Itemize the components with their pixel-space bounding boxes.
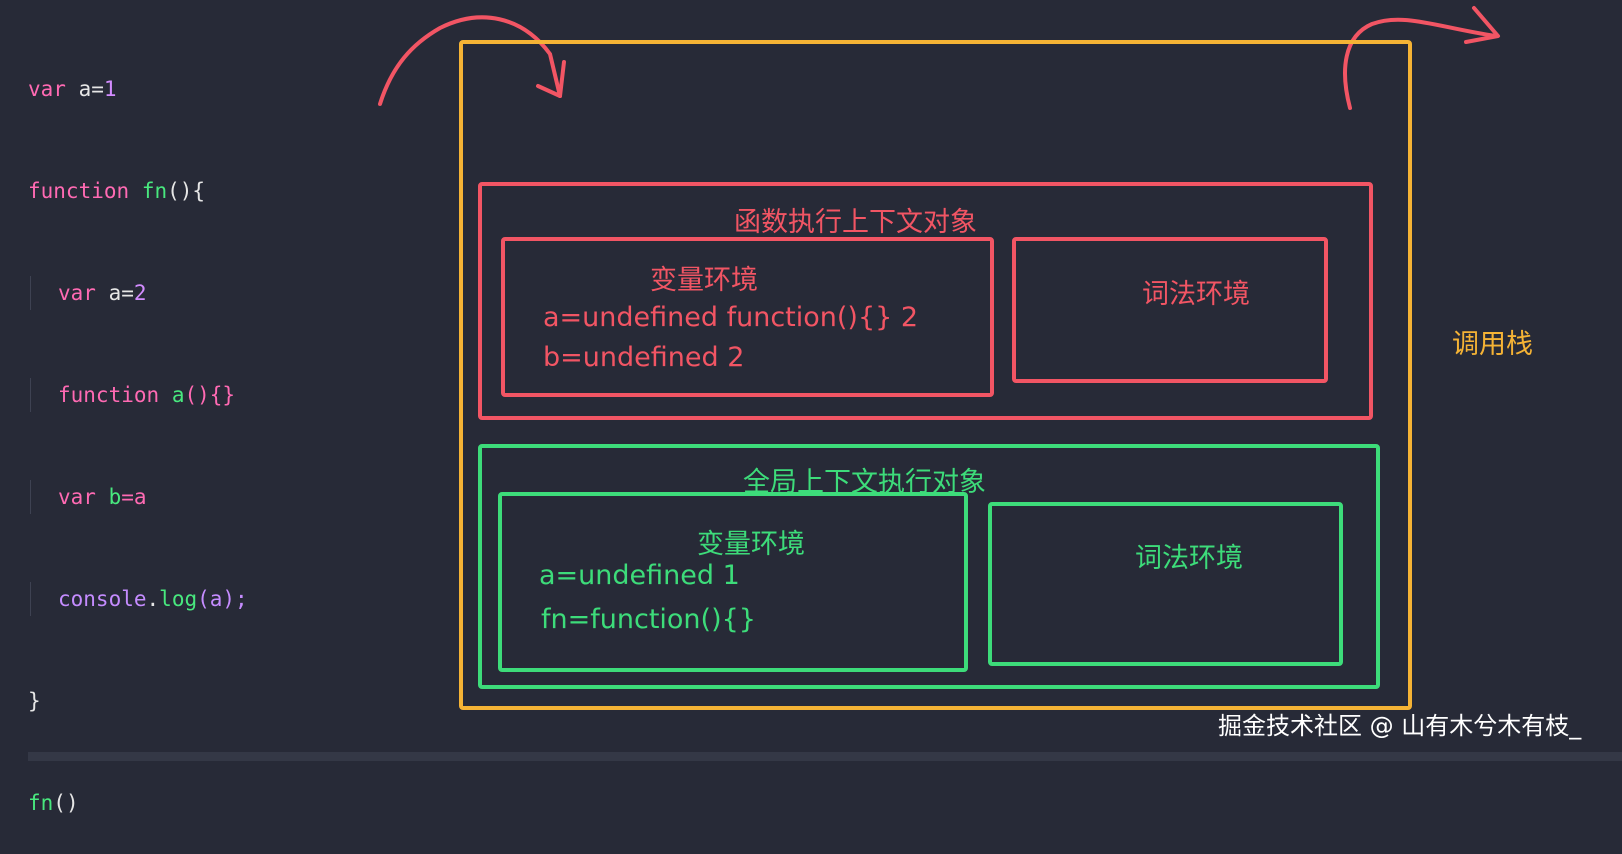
function-variable-env-line1: a=undefined function(){} 2 <box>543 302 919 333</box>
code-line-1: var a=1 <box>28 77 117 101</box>
arrows-layer <box>378 6 1500 110</box>
function-variable-env-line2: b=undefined 2 <box>543 342 745 373</box>
global-lexical-env-box <box>988 502 1343 666</box>
pop-arrow-head <box>1464 6 1500 44</box>
push-arrow-head <box>536 60 566 98</box>
call-stack-box <box>459 40 1412 710</box>
global-variable-env-title: 变量环境 <box>697 529 805 560</box>
function-context-title: 函数执行上下文对象 <box>734 207 977 238</box>
code-line-2: function fn(){ <box>28 179 206 203</box>
function-variable-env-box <box>501 237 994 397</box>
pop-arrow <box>1343 17 1498 110</box>
code-line-5: var b=a <box>30 480 248 514</box>
global-lexical-env-title: 词法环境 <box>1135 543 1243 574</box>
code-line-4: function a(){} <box>30 378 248 412</box>
code-line-7: } <box>28 689 41 713</box>
code-line-6: console.log(a); <box>30 582 248 616</box>
code-snippet: var a=1 function fn(){ var a=2 function … <box>28 4 248 854</box>
function-lexical-env-box <box>1012 237 1328 383</box>
function-context-box <box>478 182 1373 420</box>
global-context-box <box>478 444 1380 689</box>
push-arrow <box>378 15 562 106</box>
watermark: 掘金技术社区 @ 山有木兮木有枝_ <box>1218 712 1582 740</box>
global-variable-env-box <box>498 492 968 672</box>
call-stack-label: 调用栈 <box>1452 329 1533 360</box>
global-variable-env-line2: fn=function(){} <box>541 604 756 635</box>
code-line-8: fn() <box>28 791 79 815</box>
function-variable-env-title: 变量环境 <box>650 265 758 296</box>
function-lexical-env-title: 词法环境 <box>1142 279 1250 310</box>
global-variable-env-line1: a=undefined 1 <box>539 560 740 591</box>
code-line-3: var a=2 <box>30 276 248 310</box>
bottom-divider <box>28 752 1622 761</box>
